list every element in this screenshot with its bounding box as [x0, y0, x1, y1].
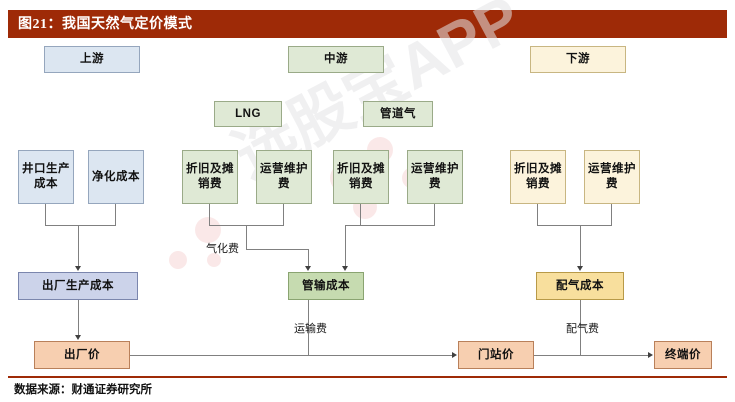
cost-box-pipeline-operation: 运营维护费: [407, 150, 463, 204]
arrow-head-icon: [452, 351, 457, 358]
arrow-head-icon: [304, 266, 311, 271]
cost-box-downstream-operation: 运营维护费: [584, 150, 640, 204]
cost-box-downstream-depreciation: 折旧及摊销费: [510, 150, 566, 204]
price-city-gate: 门站价: [458, 341, 534, 369]
midstream-type-pipeline-gas: 管道气: [363, 101, 433, 127]
arrow-head-icon: [74, 266, 81, 271]
price-ex-factory: 出厂价: [34, 341, 130, 369]
connector-line: [78, 225, 79, 266]
edge-label-distribution-fee: 配气费: [566, 323, 599, 335]
connector-line: [345, 225, 346, 266]
connector-line: [611, 204, 612, 225]
footer-divider: [8, 376, 727, 378]
page-title: 图21：我国天然气定价模式: [18, 17, 193, 32]
connector-line: [246, 249, 308, 250]
arrow-head-icon: [648, 351, 653, 358]
aggregate-distribution-cost: 配气成本: [536, 272, 624, 300]
connector-line: [534, 355, 648, 356]
connector-line: [537, 204, 538, 225]
connector-line: [537, 225, 612, 226]
connector-line: [308, 249, 309, 266]
cost-box-pipeline-depreciation: 折旧及摊销费: [333, 150, 389, 204]
aggregate-factory-production-cost: 出厂生产成本: [18, 272, 138, 300]
connector-line: [580, 300, 581, 355]
connector-line: [360, 225, 435, 226]
arrow-head-icon: [341, 266, 348, 271]
cost-box-lng-operation: 运营维护费: [256, 150, 312, 204]
cost-box-purification: 净化成本: [88, 150, 144, 204]
connector-line: [360, 204, 361, 225]
connector-line: [130, 355, 452, 356]
connector-line: [283, 204, 284, 225]
connector-line: [78, 300, 79, 335]
segment-midstream: 中游: [288, 46, 384, 73]
segment-upstream: 上游: [44, 46, 140, 73]
connector-line: [345, 225, 361, 226]
figure-title-bar: [8, 10, 727, 38]
connector-line: [434, 204, 435, 225]
source-note: 数据来源：财通证券研究所: [14, 384, 152, 396]
connector-line: [308, 300, 309, 355]
cost-box-lng-depreciation: 折旧及摊销费: [182, 150, 238, 204]
connector-line: [209, 204, 210, 225]
edge-label-transport-fee: 运输费: [294, 323, 327, 335]
aggregate-pipeline-transport-cost: 管输成本: [288, 272, 364, 300]
segment-downstream: 下游: [530, 46, 626, 73]
cost-box-wellhead: 井口生产成本: [18, 150, 74, 204]
arrow-head-icon: [576, 266, 583, 271]
midstream-type-lng: LNG: [214, 101, 282, 127]
edge-label-gasification-fee: 气化费: [206, 243, 239, 255]
connector-line: [115, 204, 116, 225]
connector-line: [45, 225, 116, 226]
price-terminal: 终端价: [654, 341, 712, 369]
connector-line: [580, 225, 581, 266]
connector-line: [45, 204, 46, 225]
watermark-dot: [169, 251, 187, 269]
connector-line: [246, 225, 247, 249]
arrow-head-icon: [74, 335, 81, 340]
